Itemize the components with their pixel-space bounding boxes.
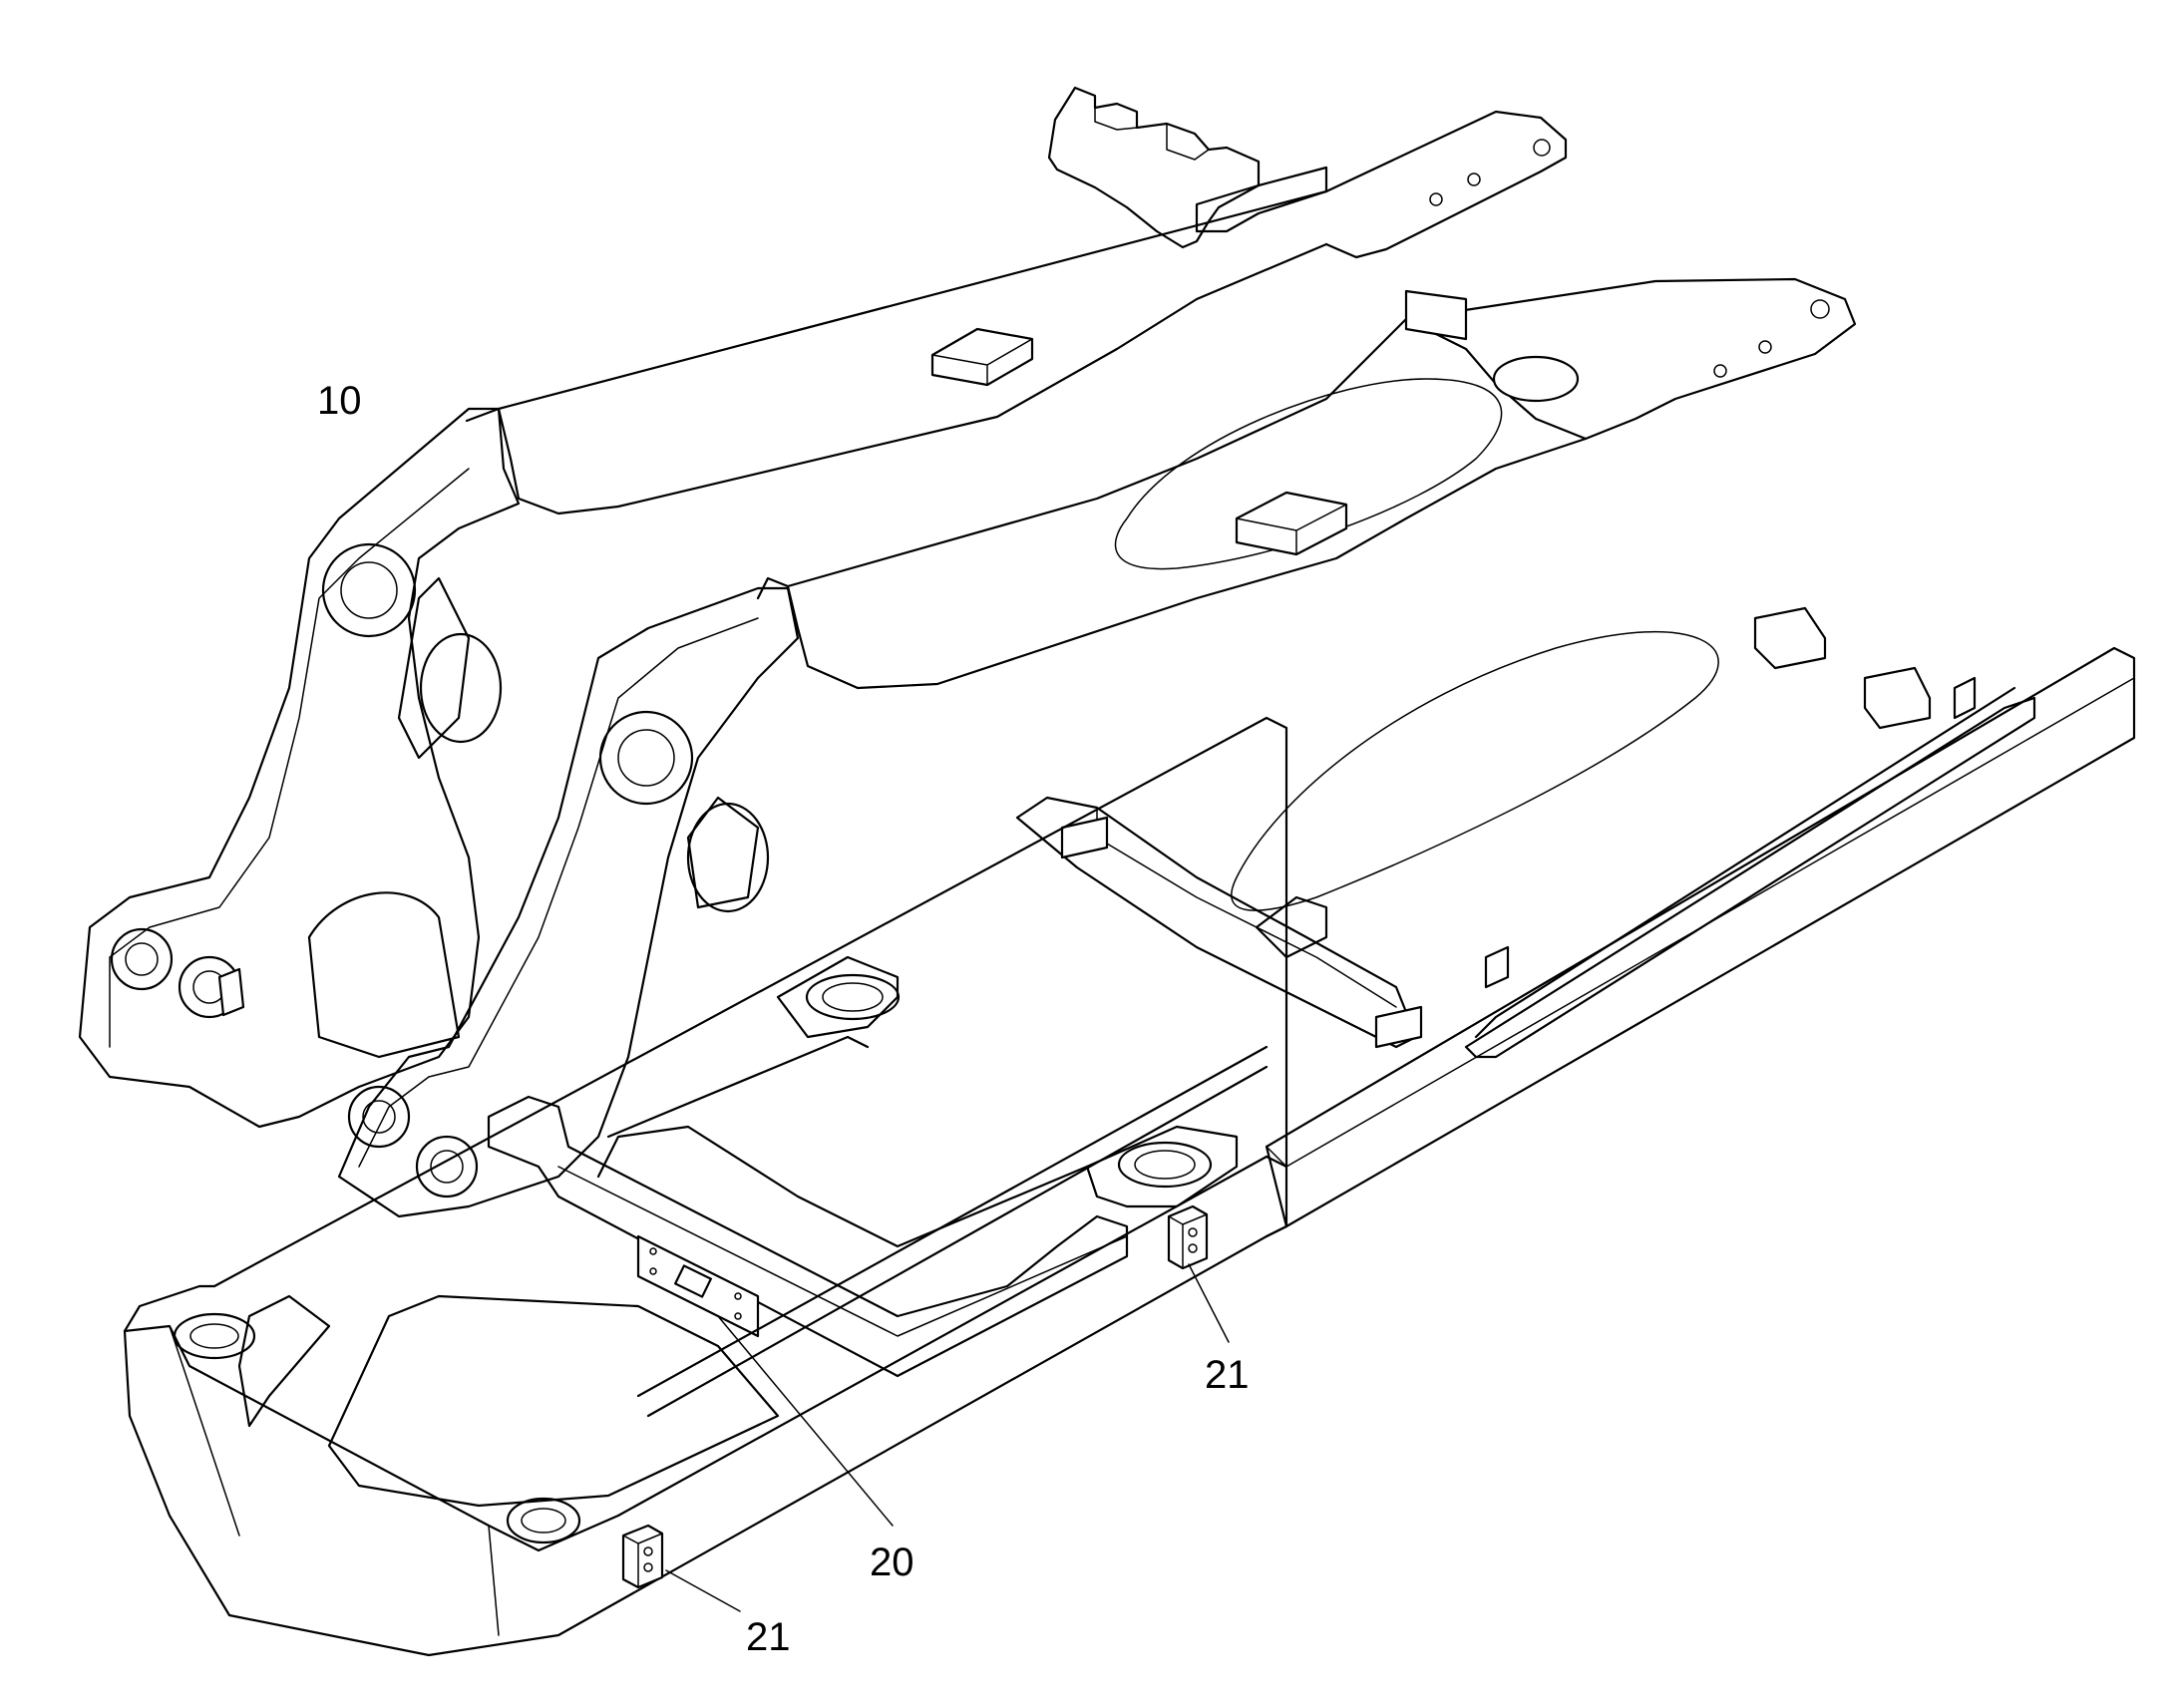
mount-pad-upper [1167,1204,1209,1270]
leader-line-21-upper [1188,1263,1230,1343]
front-boom-bracket [78,407,901,1218]
lower-base-frame [123,716,1288,1657]
leader-line-21-lower [665,1569,741,1612]
side-rail [1015,606,2136,1228]
callout-label-21-upper: 21 [1205,1353,1250,1397]
callout-label-21-lower: 21 [746,1615,791,1659]
callout-label-20: 20 [870,1540,914,1584]
mount-pad-lower [621,1524,664,1589]
rear-upper-frame [465,86,1857,690]
leader-line-20 [717,1315,894,1527]
callout-label-10: 10 [317,379,362,423]
leader-lines [665,1263,1230,1612]
